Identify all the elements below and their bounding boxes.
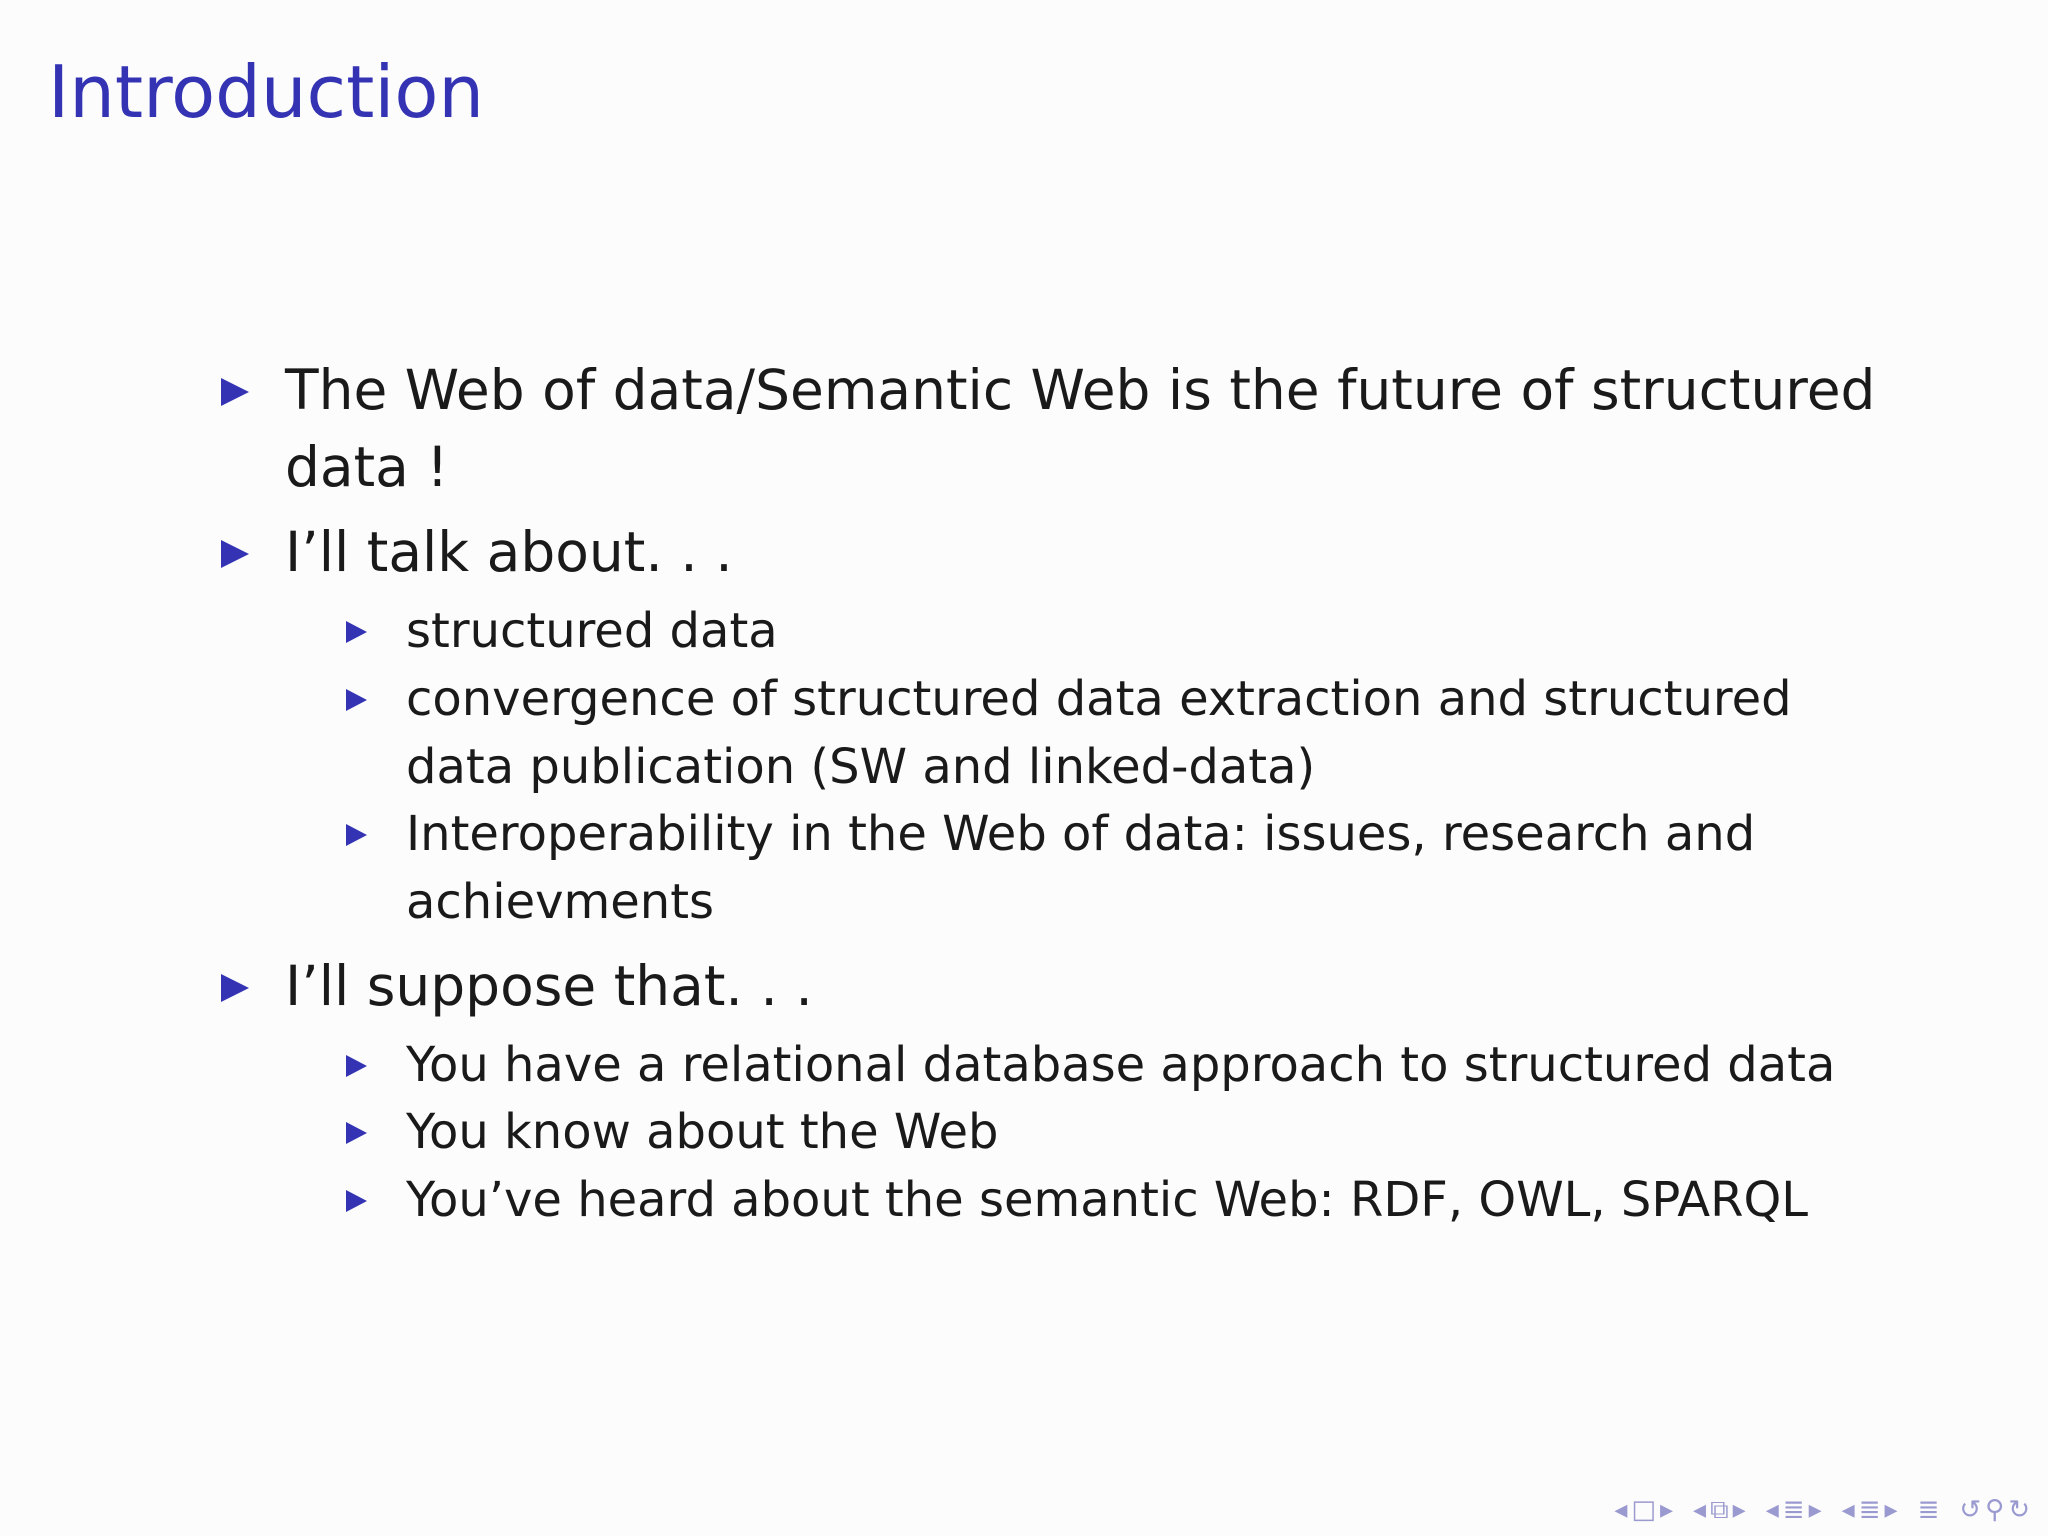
triangle-bullet-icon [346, 1055, 367, 1077]
arrow-right-icon[interactable]: ▸ [1659, 1495, 1674, 1525]
triangle-bullet-icon [346, 1122, 367, 1144]
sub-list-item: You know about the Web [346, 1098, 1906, 1166]
arrow-left-icon[interactable]: ◂ [1614, 1495, 1628, 1525]
sub-list-item-text: You have a relational database approach … [406, 1037, 1836, 1093]
list-item-text: The Web of data/Semantic Web is the futu… [285, 358, 1876, 499]
subsection-nav: ◂ ⧉ ▸ [1693, 1495, 1746, 1525]
triangle-bullet-icon [221, 378, 249, 406]
toc-nav: ≣ [1918, 1495, 1940, 1525]
forward-icon[interactable]: ↻ [2008, 1495, 2030, 1525]
toc-icon[interactable]: ≣ [1917, 1495, 1940, 1525]
triangle-bullet-icon [221, 974, 249, 1002]
sub-list-item-text: You’ve heard about the semantic Web: RDF… [406, 1172, 1808, 1228]
arrow-left-icon[interactable]: ◂ [1765, 1495, 1779, 1525]
sub-list-item: You have a relational database approach … [346, 1031, 1906, 1099]
sub-list-item: Interoperability in the Web of data: iss… [346, 800, 1906, 936]
triangle-bullet-icon [346, 621, 367, 643]
list-item-text: I’ll talk about. . . [285, 520, 733, 584]
section-icon[interactable]: ≣ [1782, 1495, 1805, 1525]
sub-list-item: You’ve heard about the semantic Web: RDF… [346, 1166, 1906, 1234]
document-nav: ◂ ≣ ▸ [1842, 1495, 1898, 1525]
triangle-bullet-icon [346, 1190, 367, 1212]
list-item: I’ll talk about. . . [221, 514, 1905, 591]
list-item-text: I’ll suppose that. . . [285, 954, 813, 1018]
back-icon[interactable]: ↺ [1959, 1495, 1982, 1525]
sub-list-item: structured data [346, 597, 1906, 665]
arrow-left-icon[interactable]: ◂ [1841, 1495, 1855, 1525]
history-nav: ↺ ⚲ ↻ [1959, 1495, 2030, 1525]
arrow-left-icon[interactable]: ◂ [1693, 1495, 1707, 1525]
document-icon[interactable]: ≣ [1858, 1495, 1881, 1525]
subsection-icon[interactable]: ⧉ [1710, 1495, 1729, 1525]
arrow-right-icon[interactable]: ▸ [1732, 1495, 1746, 1525]
sub-list-item: convergence of structured data extractio… [346, 665, 1906, 801]
navigation-bar: ◂ □ ▸ ◂ ⧉ ▸ ◂ ≣ ▸ ◂ ≣ ▸ ≣ ↺ ⚲ ↻ [1600, 1488, 2030, 1532]
triangle-bullet-icon [221, 540, 249, 568]
sub-list-item-text: convergence of structured data extractio… [406, 671, 1792, 795]
slide-title: Introduction [48, 50, 485, 134]
section-nav: ◂ ≣ ▸ [1766, 1495, 1822, 1525]
triangle-bullet-icon [346, 689, 367, 711]
list-item: I’ll suppose that. . . [221, 948, 1905, 1025]
sub-list-item-text: Interoperability in the Web of data: iss… [406, 806, 1756, 930]
frame-nav: ◂ □ ▸ [1614, 1495, 1673, 1525]
triangle-bullet-icon [346, 824, 367, 846]
frame-icon[interactable]: □ [1631, 1495, 1656, 1525]
arrow-right-icon[interactable]: ▸ [1808, 1495, 1822, 1525]
arrow-right-icon[interactable]: ▸ [1884, 1495, 1898, 1525]
list-item: The Web of data/Semantic Web is the futu… [221, 352, 1905, 506]
sub-list-item-text: You know about the Web [406, 1104, 999, 1160]
search-icon[interactable]: ⚲ [1985, 1495, 2005, 1525]
sub-list-item-text: structured data [406, 603, 778, 659]
